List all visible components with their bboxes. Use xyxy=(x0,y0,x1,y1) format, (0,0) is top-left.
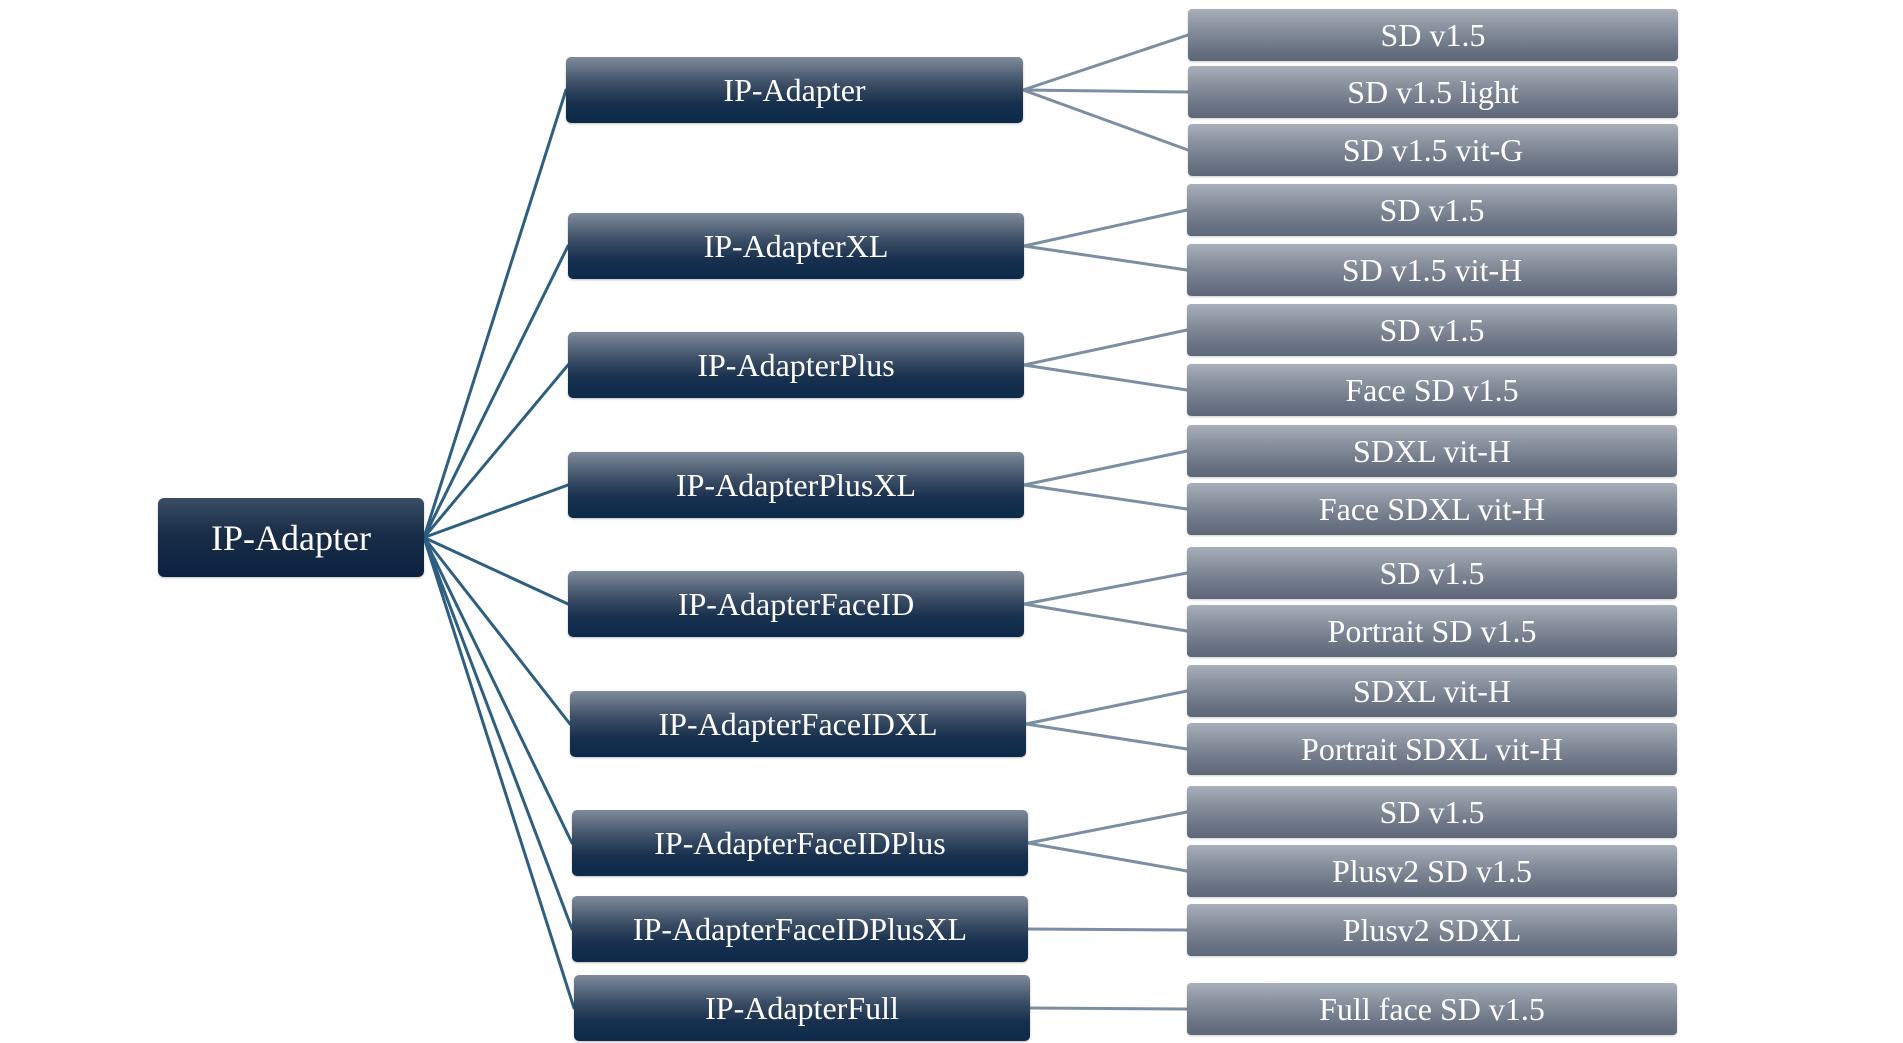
group-node-ip-adapterfaceid: IP-AdapterFaceID xyxy=(568,571,1024,637)
leaf-link-ip-adapter-sd-v1-5 xyxy=(1021,33,1190,92)
node-label: IP-AdapterPlus xyxy=(697,346,895,383)
leaf-node-plusv2-sdxl: Plusv2 SDXL xyxy=(1187,904,1677,956)
node-label: SD v1.5 xyxy=(1379,191,1485,228)
leaf-node-sd-v1-5: SD v1.5 xyxy=(1187,304,1677,356)
root-link-ip-adapterplusxl xyxy=(422,483,570,539)
leaf-link-ip-adapterxl-sd-v1-5 xyxy=(1022,208,1189,248)
node-label: SD v1.5 light xyxy=(1347,73,1519,110)
leaf-link-ip-adapterxl-sd-v1-5-vit-h xyxy=(1022,244,1189,272)
leaf-node-sdxl-vit-h: SDXL vit-H xyxy=(1187,665,1677,717)
node-label: IP-Adapter xyxy=(211,517,371,558)
leaf-node-sd-v1-5: SD v1.5 xyxy=(1187,547,1677,599)
leaf-node-portrait-sdxl-vit-h: Portrait SDXL vit-H xyxy=(1187,723,1677,775)
leaf-node-sd-v1-5: SD v1.5 xyxy=(1187,786,1677,838)
leaf-node-portrait-sd-v1-5: Portrait SD v1.5 xyxy=(1187,605,1677,657)
node-label: IP-AdapterFull xyxy=(705,989,899,1026)
node-label: Face SD v1.5 xyxy=(1345,371,1519,408)
node-label: SD v1.5 xyxy=(1380,16,1486,53)
node-label: SD v1.5 xyxy=(1379,793,1485,830)
leaf-node-sdxl-vit-h: SDXL vit-H xyxy=(1187,425,1677,477)
group-node-ip-adapterplus: IP-AdapterPlus xyxy=(568,332,1024,398)
leaf-link-ip-adapter-sd-v1-5-vit-g xyxy=(1021,88,1190,152)
leaf-node-face-sd-v1-5: Face SD v1.5 xyxy=(1187,364,1677,416)
node-label: Full face SD v1.5 xyxy=(1319,990,1545,1027)
node-label: SDXL vit-H xyxy=(1353,432,1511,469)
node-label: IP-AdapterPlusXL xyxy=(676,466,916,503)
leaf-link-ip-adapterplus-sd-v1-5 xyxy=(1022,328,1189,367)
node-label: Portrait SD v1.5 xyxy=(1327,612,1537,649)
node-label: IP-AdapterFaceIDPlus xyxy=(654,824,946,861)
node-label: IP-AdapterXL xyxy=(703,227,889,264)
leaf-node-plusv2-sd-v1-5: Plusv2 SD v1.5 xyxy=(1187,845,1677,897)
root-link-ip-adapter xyxy=(422,88,568,539)
leaf-link-ip-adapterfaceid-portrait-sd-v1-5 xyxy=(1022,602,1189,633)
leaf-link-ip-adapterfull-full-face-sd-v1-5 xyxy=(1028,1006,1189,1011)
root-node: IP-Adapter xyxy=(158,498,424,577)
root-link-ip-adapterfaceidplusxl xyxy=(422,536,574,931)
node-label: Face SDXL vit-H xyxy=(1318,490,1546,527)
leaf-node-full-face-sd-v1-5: Full face SD v1.5 xyxy=(1187,983,1677,1035)
leaf-link-ip-adapterplusxl-face-sdxl-vit-h xyxy=(1022,483,1189,511)
node-label: SD v1.5 xyxy=(1379,311,1485,348)
node-label: IP-AdapterFaceIDXL xyxy=(658,705,938,742)
root-link-ip-adapterfaceidxl xyxy=(422,536,572,726)
group-node-ip-adapterplusxl: IP-AdapterPlusXL xyxy=(568,452,1024,518)
node-label: IP-Adapter xyxy=(723,71,866,108)
leaf-node-sd-v1-5: SD v1.5 xyxy=(1188,9,1678,61)
leaf-link-ip-adapterfaceidplus-sd-v1-5 xyxy=(1026,810,1189,845)
node-label: SD v1.5 vit-G xyxy=(1342,131,1524,168)
group-node-ip-adapterfull: IP-AdapterFull xyxy=(574,975,1030,1041)
node-label: SD v1.5 xyxy=(1379,554,1485,591)
node-label: SD v1.5 vit-H xyxy=(1341,251,1523,288)
leaf-node-sd-v1-5-vit-g: SD v1.5 vit-G xyxy=(1188,124,1678,176)
leaf-link-ip-adapterfaceidxl-portrait-sdxl-vit-h xyxy=(1024,722,1189,751)
group-node-ip-adapterfaceidplus: IP-AdapterFaceIDPlus xyxy=(572,810,1028,876)
leaf-link-ip-adapterfaceidplusxl-plusv2-sdxl xyxy=(1026,927,1189,932)
node-label: Plusv2 SDXL xyxy=(1342,911,1522,948)
leaf-link-ip-adapter-sd-v1-5-light xyxy=(1021,88,1190,94)
leaf-node-sd-v1-5-vit-h: SD v1.5 vit-H xyxy=(1187,244,1677,296)
node-label: Portrait SDXL vit-H xyxy=(1301,730,1563,767)
root-link-ip-adapterfull xyxy=(422,536,576,1010)
node-label: IP-AdapterFaceID xyxy=(677,585,915,622)
root-link-ip-adapterfaceidplus xyxy=(422,536,574,845)
node-label: Plusv2 SD v1.5 xyxy=(1331,852,1533,889)
leaf-node-face-sdxl-vit-h: Face SDXL vit-H xyxy=(1187,483,1677,535)
leaf-link-ip-adapterfaceidplus-plusv2-sd-v1-5 xyxy=(1026,841,1189,873)
leaf-link-ip-adapterfaceidxl-sdxl-vit-h xyxy=(1024,689,1189,726)
group-node-ip-adapterfaceidxl: IP-AdapterFaceIDXL xyxy=(570,691,1026,757)
root-link-ip-adapterplus xyxy=(422,363,570,539)
group-node-ip-adapterxl: IP-AdapterXL xyxy=(568,213,1024,279)
leaf-link-ip-adapterfaceid-sd-v1-5 xyxy=(1022,571,1189,606)
group-node-ip-adapter: IP-Adapter xyxy=(566,57,1023,123)
root-link-ip-adapterxl xyxy=(422,244,570,539)
leaf-node-sd-v1-5: SD v1.5 xyxy=(1187,184,1677,236)
root-link-ip-adapterfaceid xyxy=(422,536,570,606)
group-node-ip-adapterfaceidplusxl: IP-AdapterFaceIDPlusXL xyxy=(572,896,1028,962)
node-label: SDXL vit-H xyxy=(1353,672,1511,709)
node-label: IP-AdapterFaceIDPlusXL xyxy=(632,910,968,947)
leaf-node-sd-v1-5-light: SD v1.5 light xyxy=(1188,66,1678,118)
leaf-link-ip-adapterplus-face-sd-v1-5 xyxy=(1022,363,1189,392)
leaf-link-ip-adapterplusxl-sdxl-vit-h xyxy=(1022,449,1189,487)
